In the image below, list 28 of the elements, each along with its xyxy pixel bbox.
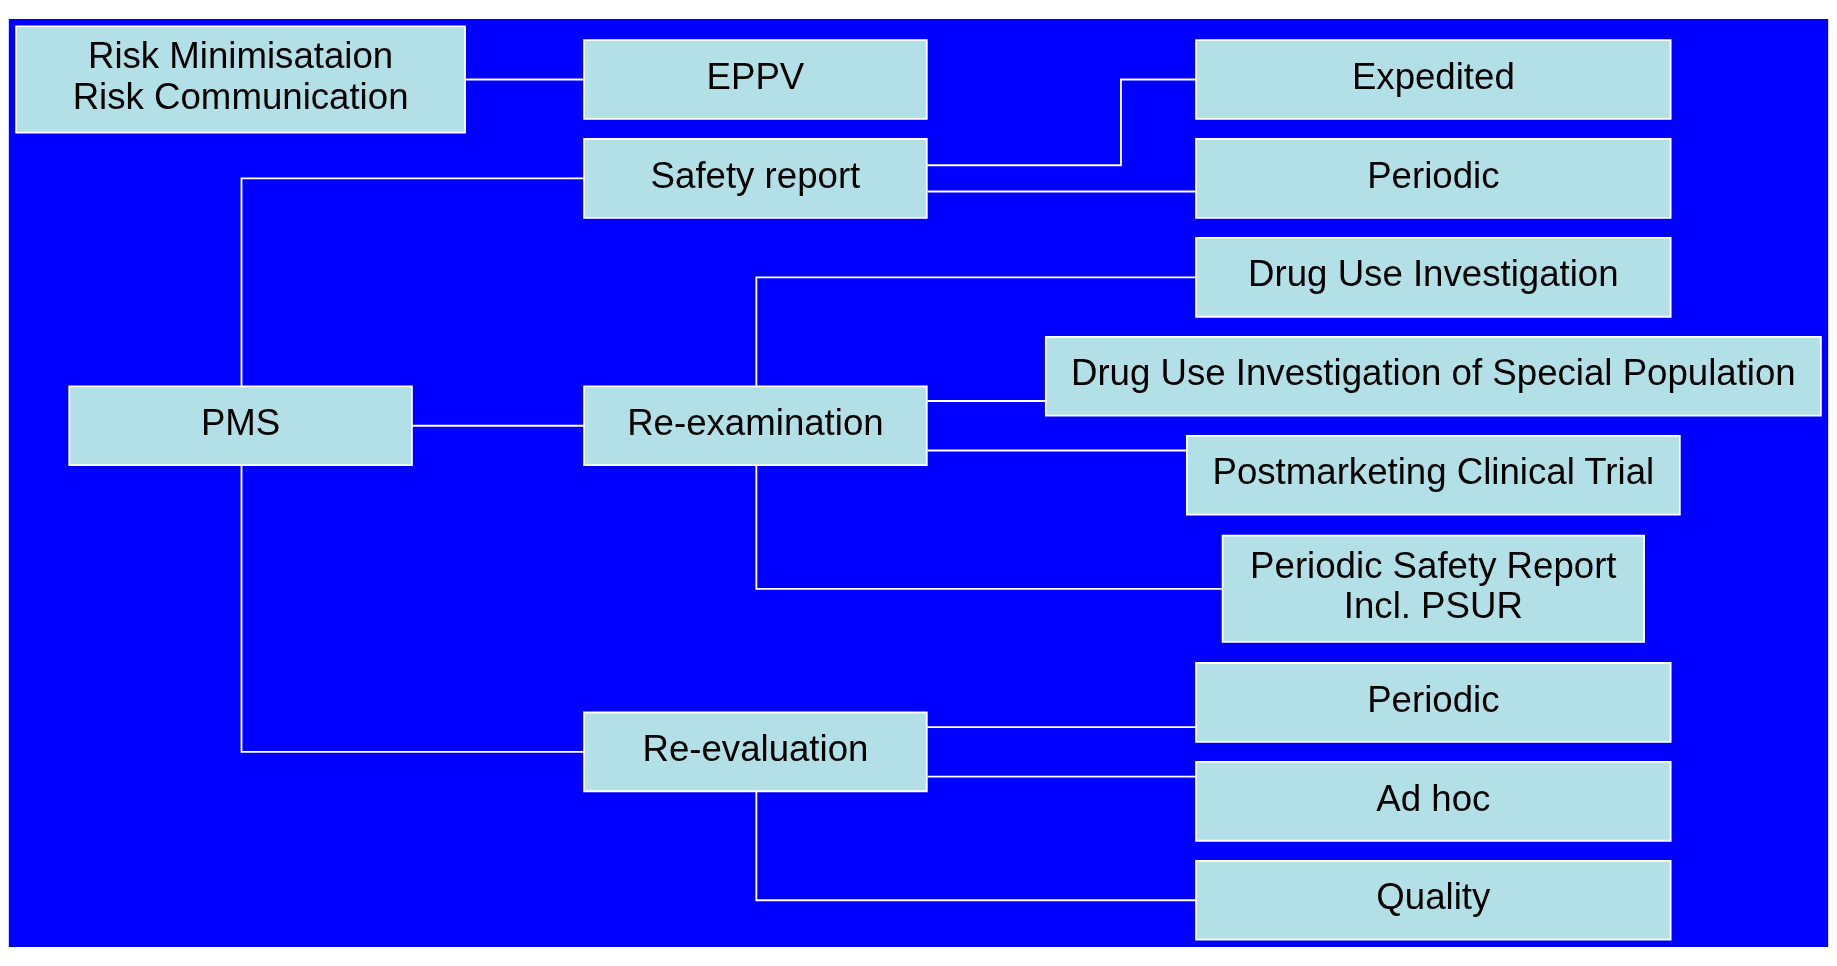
connector — [926, 726, 1197, 729]
node-box: Ad hoc — [1195, 761, 1672, 842]
node-box: Drug Use Investigation of Special Population — [1044, 335, 1822, 417]
node-box: Expedited — [1195, 39, 1672, 120]
connector — [411, 424, 585, 427]
node-box: Periodic — [1195, 138, 1672, 219]
connector — [926, 449, 1188, 452]
connector — [926, 775, 1197, 778]
connector — [926, 78, 1197, 167]
connector — [464, 78, 585, 81]
node-box: PMS — [68, 385, 413, 467]
node-box: Safety report — [583, 138, 928, 219]
connector — [755, 790, 1197, 902]
connector — [240, 464, 585, 753]
node-box: Quality — [1195, 859, 1672, 941]
node-box: Re-evaluation — [583, 711, 928, 793]
node-box: Risk Minimisataion Risk Communication — [15, 25, 466, 134]
node-box: Re-examination — [583, 385, 928, 467]
connector — [926, 190, 1197, 193]
connector — [755, 276, 1197, 387]
node-box: Periodic — [1195, 662, 1672, 743]
connector — [755, 464, 1224, 590]
node-box: Postmarketing Clinical Trial — [1186, 434, 1681, 516]
connector — [240, 177, 585, 387]
node-box: Periodic Safety Report Incl. PSUR — [1221, 534, 1645, 643]
node-box: Drug Use Investigation — [1195, 237, 1672, 318]
connector — [926, 400, 1047, 402]
node-box: EPPV — [583, 39, 928, 120]
